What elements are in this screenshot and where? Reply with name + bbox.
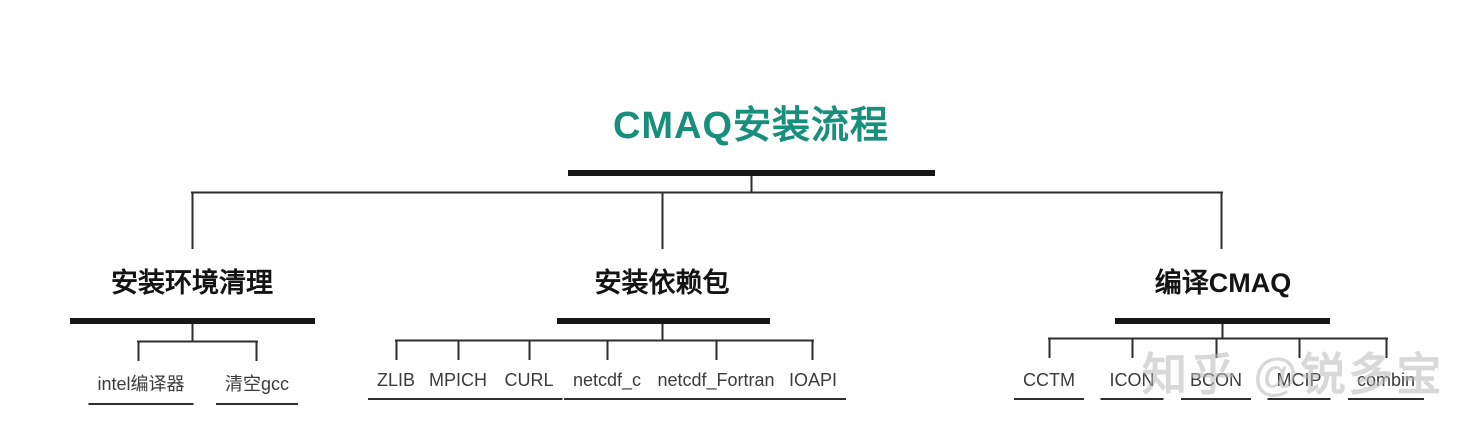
branch-compile-cmaq-bar <box>1115 318 1330 324</box>
node-clear-gcc: 清空gcc <box>225 370 289 405</box>
branch-dependencies-bar <box>557 318 770 324</box>
page-title: CMAQ安装流程 <box>612 105 890 147</box>
node-zlib: ZLIB <box>377 370 415 400</box>
node-icon: ICON <box>1110 370 1155 400</box>
branch-env-cleanup-bar <box>70 318 315 324</box>
node-netcdf-fortran: netcdf_Fortran <box>657 370 774 400</box>
node-bcon: BCON <box>1190 370 1242 400</box>
node-curl: CURL <box>504 370 553 400</box>
branch-title-dependencies: 安装依赖包 <box>594 268 730 298</box>
node-ioapi: IOAPI <box>789 370 837 400</box>
branch-title-env-cleanup: 安装环境清理 <box>111 268 273 298</box>
node-intel-compiler: intel编译器 <box>97 370 184 405</box>
node-cctm: CCTM <box>1023 370 1075 400</box>
node-netcdf-c: netcdf_c <box>573 370 641 400</box>
node-mpich: MPICH <box>429 370 487 400</box>
node-mcip: MCIP <box>1277 370 1322 400</box>
zhihu-watermark: 知乎 @锐多宝 <box>1142 349 1445 400</box>
branch-title-compile-cmaq: 编译CMAQ <box>1154 268 1292 298</box>
title-underline-bar <box>568 170 935 176</box>
node-combin: combin <box>1357 370 1415 400</box>
